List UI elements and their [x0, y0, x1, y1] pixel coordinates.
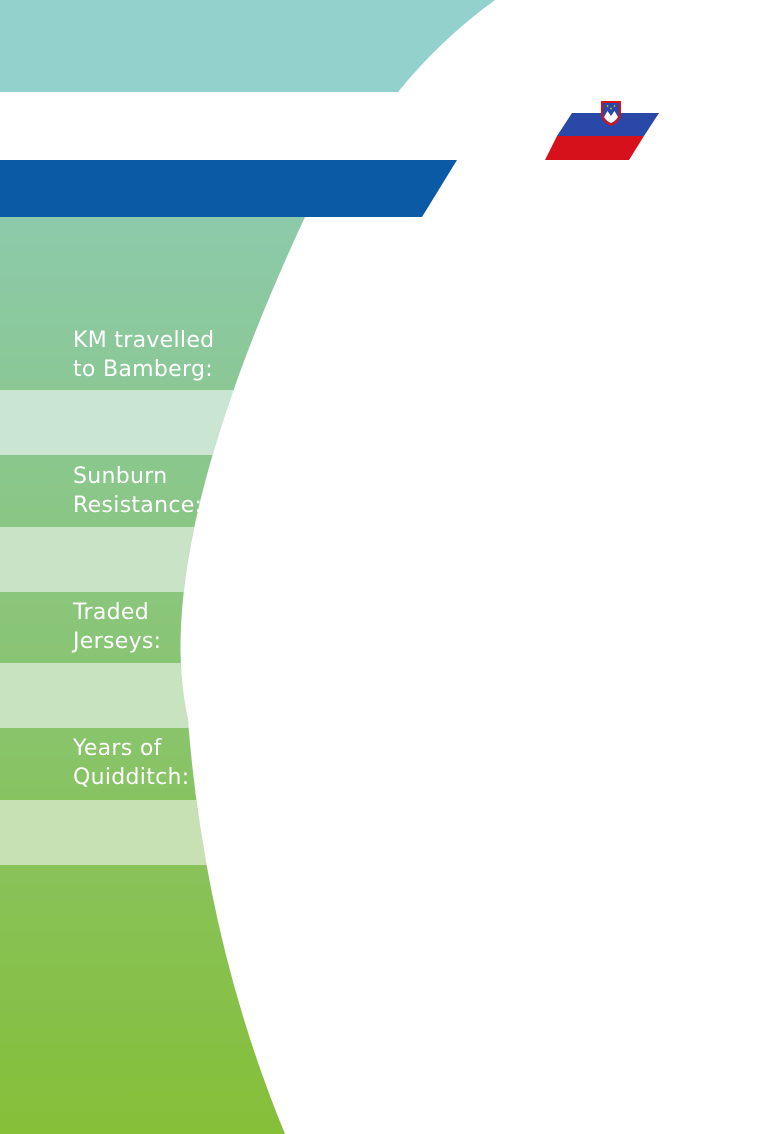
stat-value-sunburn-resistance — [73, 527, 183, 591]
stat-value-traded-jerseys — [73, 663, 183, 727]
stat-label-line: Sunburn — [73, 464, 168, 489]
stat-label-line: Years of — [73, 736, 162, 761]
stat-value-years-of-quidditch — [73, 800, 183, 864]
stat-label-line: Jerseys: — [73, 629, 162, 654]
stat-label-km-travelled: KM travelled to Bamberg: — [73, 326, 214, 384]
value-row-3 — [0, 663, 305, 728]
blue-stripe — [0, 160, 457, 217]
value-row-2 — [0, 527, 305, 592]
stat-label-line: to Bamberg: — [73, 357, 213, 382]
value-row-1 — [0, 390, 305, 455]
stat-label-line: Quidditch: — [73, 765, 190, 790]
stat-label-line: Resistance: — [73, 493, 203, 518]
stat-value-km-travelled — [73, 390, 183, 454]
stat-label-line: KM travelled — [73, 328, 215, 353]
stat-label-years-of-quidditch: Years of Quidditch: — [73, 734, 190, 792]
slovenia-flag-icon — [545, 101, 659, 160]
top-teal-band — [0, 0, 495, 92]
value-row-4 — [0, 800, 305, 865]
coat-of-arms-icon — [601, 101, 621, 126]
stat-label-traded-jerseys: Traded Jerseys: — [73, 598, 161, 656]
stat-label-sunburn-resistance: Sunburn Resistance: — [73, 462, 202, 520]
stat-label-line: Traded — [73, 600, 149, 625]
